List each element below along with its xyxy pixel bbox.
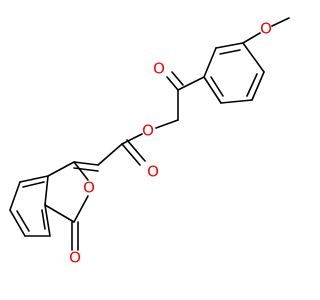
bond-o-aryl <box>242 32 261 44</box>
bond-bz-5-inner <box>41 209 46 230</box>
atom-o-ester-link: O <box>142 122 154 140</box>
bond-bz-5 <box>44 204 51 237</box>
atom-o-lactone-ring: O <box>83 179 95 197</box>
bond-ester-co-a <box>121 143 141 166</box>
bond-ar-5 <box>203 47 217 78</box>
atom-o-methoxy: O <box>260 20 272 38</box>
structure-diagram: O O O O O O <box>9 17 290 267</box>
bond-methyl-o <box>271 17 290 27</box>
bond-exo-a <box>73 161 99 166</box>
bond-ar-4 <box>203 76 222 104</box>
bond-ar-2 <box>251 71 265 101</box>
bond-aryl-carbonyl <box>177 76 205 91</box>
bond-lactone-2 <box>73 195 89 223</box>
atom-o-ketone: O <box>153 60 165 78</box>
bond-group <box>9 17 290 251</box>
bond-o-ester-carbon <box>121 133 143 145</box>
bond-lactone-5 <box>47 161 75 177</box>
bond-ketone-a <box>166 76 179 91</box>
atom-o-lactone-carbonyl: O <box>69 249 81 267</box>
bond-bz-1 <box>19 175 49 183</box>
bond-ar-4-inner <box>210 76 224 97</box>
bond-exo-b <box>73 167 99 172</box>
bond-bz-3 <box>9 209 26 237</box>
bond-ar-3 <box>220 99 253 104</box>
bond-ester-vinyl <box>97 143 123 166</box>
bond-lactone-4 <box>44 175 49 206</box>
bond-bz-3-inner <box>16 210 30 232</box>
bond-bz-2 <box>9 181 21 211</box>
bond-ar-6 <box>215 42 244 49</box>
bond-ketone-b <box>171 71 184 86</box>
bond-ch2-o <box>155 119 179 129</box>
bond-lactone-3 <box>44 204 75 223</box>
bond-ester-co-b <box>126 139 146 162</box>
bond-ar-2-inner <box>246 73 258 97</box>
bond-bz-1-inner <box>22 181 45 188</box>
molecule-canvas: O O O O O O <box>9 17 290 267</box>
bond-lactone-1 <box>73 161 89 181</box>
atom-o-ester-carbonyl: O <box>147 163 159 181</box>
bond-ar-1 <box>242 42 265 73</box>
atom-label-group: O O O O O O <box>69 20 272 267</box>
bond-ar-6-inner <box>219 49 241 55</box>
